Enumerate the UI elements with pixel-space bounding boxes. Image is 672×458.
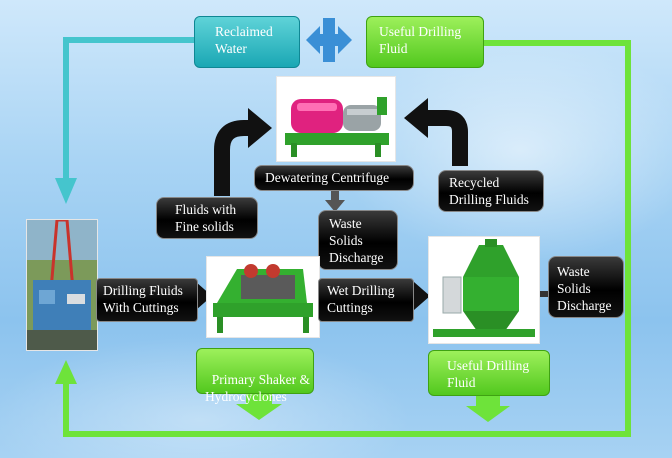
recycled-drilling-fluids-label: Recycled Drilling Fluids (449, 175, 529, 207)
shale-shaker-icon (213, 264, 313, 333)
reclaimed-water-label: Reclaimed Water (215, 24, 273, 56)
green-return-line (63, 40, 631, 437)
dewatering-centrifuge-label: Dewatering Centrifuge (265, 170, 390, 185)
vertical-centrifuge-photo (428, 236, 540, 344)
waste-solids-middle-box: Waste Solids Discharge (318, 210, 398, 270)
useful-down-arrow (466, 396, 510, 422)
reclaimed-water-box: Reclaimed Water (194, 16, 300, 68)
useful-drilling-fluid-top-box: Useful Drilling Fluid (366, 16, 484, 68)
teal-return-line (63, 37, 194, 180)
waste-solids-right-box: Waste Solids Discharge (548, 256, 624, 318)
primary-shaker-box: Primary Shaker & Hydrocyclones (196, 348, 314, 404)
centrifuge-photo (276, 76, 396, 162)
curved-arrow-right (404, 98, 468, 166)
green-up-arrow (55, 360, 77, 384)
waste-down-arrow (325, 191, 345, 212)
curved-arrow-left (214, 108, 272, 196)
vertical-cuttings-dryer-icon (433, 239, 535, 337)
useful-drilling-fluid-bottom-box: Useful Drilling Fluid (428, 350, 550, 396)
wet-drilling-cuttings-box: Wet Drilling Cuttings (318, 278, 414, 322)
horizontal-centrifuge-icon (285, 97, 389, 157)
wet-drilling-cuttings-label: Wet Drilling Cuttings (327, 283, 395, 315)
teal-down-arrow (55, 178, 77, 204)
primary-shaker-label: Primary Shaker & Hydrocyclones (205, 372, 314, 404)
waste-solids-right-label: Waste Solids Discharge (557, 264, 612, 313)
drilling-rig-photo (26, 219, 98, 351)
fluids-fine-solids-box: Fluids with Fine solids (156, 197, 258, 239)
useful-drilling-fluid-bottom-label: Useful Drilling Fluid (447, 358, 530, 390)
drilling-rig-icon (27, 220, 97, 350)
shaker-down-arrow (236, 394, 282, 420)
waste-solids-middle-label: Waste Solids Discharge (329, 216, 384, 265)
shaker-photo (206, 256, 320, 338)
useful-drilling-fluid-top-label: Useful Drilling Fluid (379, 24, 462, 56)
fluids-fine-solids-label: Fluids with Fine solids (175, 202, 237, 234)
double-arrow-icon (306, 18, 352, 62)
drilling-fluids-cuttings-label: Drilling Fluids With Cuttings (103, 283, 183, 315)
dewatering-centrifuge-box: Dewatering Centrifuge (254, 165, 414, 191)
drilling-fluids-cuttings-box: Drilling Fluids With Cuttings (96, 278, 198, 322)
recycled-drilling-fluids-box: Recycled Drilling Fluids (438, 170, 544, 212)
